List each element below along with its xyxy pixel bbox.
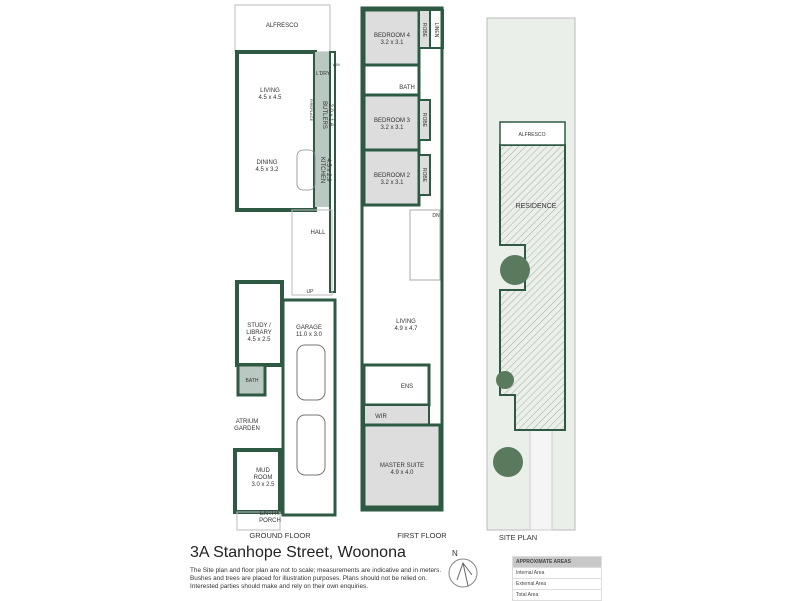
tree-icon <box>500 255 530 285</box>
room-label-garage: GARAGE <box>296 325 322 331</box>
room-dim: 3.2 x 3.1 <box>380 125 404 131</box>
site-label-residence: RESIDENCE <box>516 203 557 210</box>
compass-icon <box>448 558 478 588</box>
tree-icon <box>496 371 514 389</box>
robe-label: ROBE <box>421 23 427 38</box>
ground-floor-plan <box>233 4 337 531</box>
room-label-garden: GARDEN <box>234 426 260 432</box>
room-dim: 3.2 x 3.1 <box>380 40 404 46</box>
stair-down-label: DN <box>432 213 440 219</box>
areas-heading: APPROXIMATE AREAS <box>512 556 602 568</box>
room-label-living: LIVING <box>260 88 280 94</box>
room-label-wm: WM <box>332 62 339 67</box>
area-row: Internal Area <box>512 567 602 579</box>
room-dim: 3.2 x 3.1 <box>380 180 404 186</box>
stair-up-label: UP <box>307 289 315 295</box>
room-label-atrium: ATRIUM <box>236 419 259 425</box>
first-floor-plan <box>360 6 444 512</box>
approximate-areas-table: APPROXIMATE AREAS Internal Area External… <box>512 556 602 601</box>
compass-north-label: N <box>452 549 458 558</box>
room-dim: 4.5 x 2.9 <box>325 158 331 182</box>
room-label-wir: WIR <box>375 414 387 420</box>
room-label-bedroom-3: BEDROOM 3 <box>374 118 411 124</box>
robe-label: ROBE <box>421 113 427 128</box>
room-label-laundry: L'DRY <box>316 71 331 77</box>
room-dim: 4.5 x 4.5 <box>258 95 282 101</box>
caption-ground-floor: GROUND FLOOR <box>249 531 311 540</box>
room-dim: 4.5 x 3.2 <box>255 167 279 173</box>
room-label-porch: PORCH <box>259 518 281 524</box>
room-label-butlers: BUTLERS <box>321 101 327 129</box>
room-label-bedroom-4: BEDROOM 4 <box>374 33 411 39</box>
room-dim: 11.0 x 3.0 <box>296 332 323 338</box>
room-dim: 2.0 x 1.6 <box>327 103 333 127</box>
area-row: External Area <box>512 578 602 590</box>
room-label-hall: HALL <box>310 230 326 236</box>
caption-first-floor: FIRST FLOOR <box>397 531 447 540</box>
area-row: Total Area <box>512 589 602 601</box>
site-label-alfresco: ALFRESCO <box>519 132 546 138</box>
fireplace-label: FIREPLACE <box>309 99 314 122</box>
robe-label: ROBE <box>421 168 427 183</box>
room-label-master-suite: MASTER SUITE <box>380 463 424 469</box>
room-label-mud: MUD <box>256 468 270 474</box>
room-label-bath: BATH <box>399 85 415 91</box>
linen-label: LINEN <box>433 23 439 38</box>
tree-icon <box>493 447 523 477</box>
room-label-bedroom-2: BEDROOM 2 <box>374 173 411 179</box>
room-label-ensuite: ENS <box>401 384 413 390</box>
disclaimer-text: The Site plan and floor plan are not to … <box>190 567 442 590</box>
caption-site-plan: SITE PLAN <box>499 533 537 542</box>
room-dim: 4.5 x 2.5 <box>247 337 271 343</box>
room-label-bath: BATH <box>246 378 259 384</box>
room-dim: 4.9 x 4.7 <box>394 326 418 332</box>
property-title: 3A Stanhope Street, Woonona <box>190 544 406 561</box>
site-plan <box>486 17 576 531</box>
room-label-alfresco: ALFRESCO <box>266 23 299 29</box>
room-label-library: LIBRARY <box>246 330 272 336</box>
room-label-entry: ENTRY <box>260 511 280 517</box>
room-label-dining: DINING <box>257 160 278 166</box>
room-label-study: STUDY / <box>247 323 271 329</box>
room-dim: 3.0 x 2.5 <box>251 482 275 488</box>
room-label-room: ROOM <box>254 475 273 481</box>
room-dim: 4.9 x 4.0 <box>390 470 414 476</box>
room-label-kitchen: KITCHEN <box>319 157 325 183</box>
room-label-living: LIVING <box>396 319 416 325</box>
